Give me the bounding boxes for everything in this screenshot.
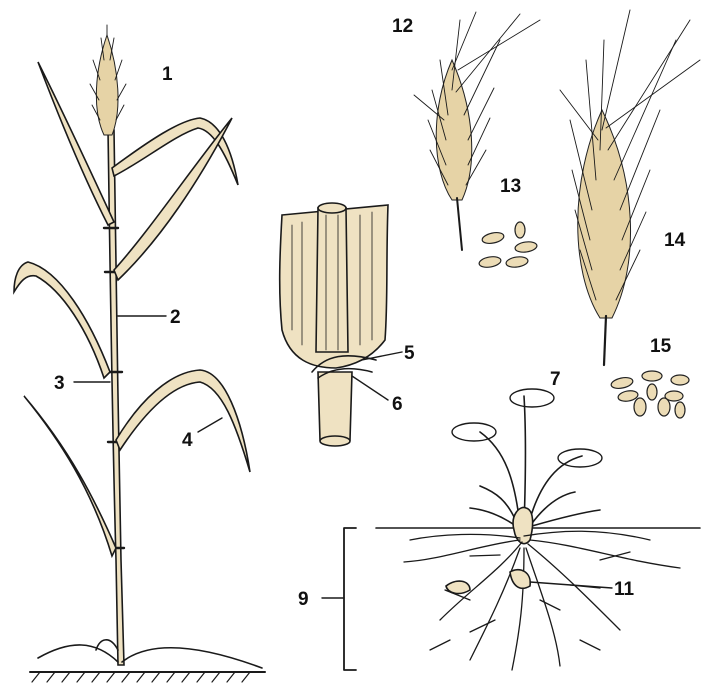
seedling-shoots [470, 396, 600, 526]
inner-stem-column [316, 208, 348, 352]
label-1: 1 [162, 64, 173, 85]
leaf-lower-right [116, 370, 250, 472]
ground-surface-left [30, 672, 265, 682]
spike-long-awn [560, 10, 700, 365]
root-node [510, 570, 530, 589]
label-5: 5 [404, 343, 415, 364]
root-swelling [446, 581, 470, 593]
label-2: 2 [170, 307, 181, 328]
label-15: 15 [650, 336, 672, 357]
root-system [404, 531, 680, 670]
label-3: 3 [54, 373, 65, 394]
label-13: 13 [500, 176, 521, 197]
label-4: 4 [182, 430, 193, 451]
depth-bracket [344, 528, 356, 670]
label-14: 14 [664, 230, 686, 251]
plant-spike [90, 25, 126, 135]
label-11: 11 [614, 579, 635, 600]
grains-group-15 [610, 371, 689, 418]
whole-plant-illustration [14, 25, 265, 682]
basal-leaves [38, 640, 262, 668]
seedling-with-roots [322, 389, 700, 670]
leaf-tip-ring-left [452, 423, 496, 441]
label-6: 6 [392, 394, 403, 415]
leaf-sheath-detail [280, 203, 402, 446]
label-7: 7 [550, 369, 561, 390]
shoot-base [513, 507, 533, 543]
lower-stem [318, 372, 352, 445]
leaf-tip-ring-right [558, 449, 602, 467]
grains-group-13 [478, 222, 537, 269]
plant-stem [108, 130, 124, 665]
leaf-tip-ring-center [510, 389, 554, 407]
leaf-mid-left [14, 262, 110, 378]
leaf-lower-left [24, 396, 116, 556]
leaf-mid-right [114, 118, 232, 280]
spike-short-awn [414, 12, 540, 250]
label-9: 9 [298, 589, 309, 610]
leaf-upper-right [112, 118, 238, 185]
label-12: 12 [392, 16, 413, 37]
